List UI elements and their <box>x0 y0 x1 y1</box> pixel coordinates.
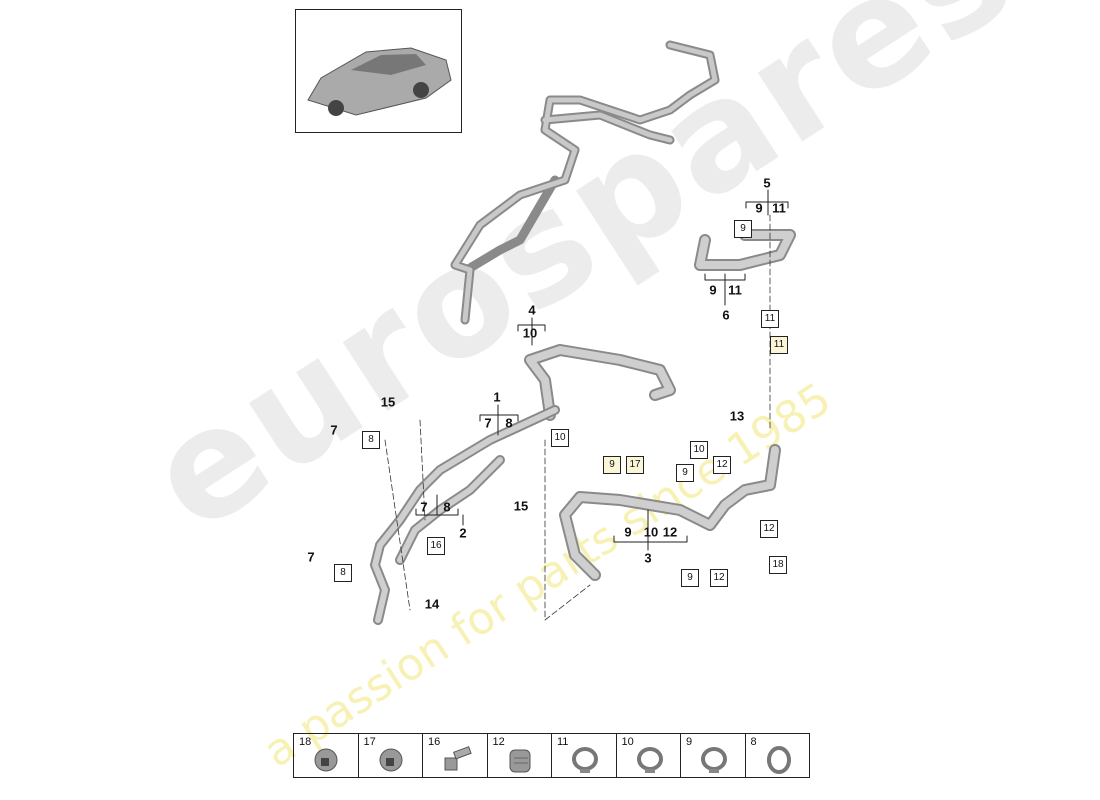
callout-number: 14 <box>424 596 440 612</box>
part-reference-box[interactable]: 8 <box>362 431 380 449</box>
plug-icon <box>379 748 402 772</box>
legend-cell[interactable]: 16 <box>423 734 488 777</box>
part-reference-box[interactable]: 9 <box>734 220 752 238</box>
part-reference-box[interactable]: 8 <box>334 564 352 582</box>
legend-part-number: 17 <box>363 736 376 748</box>
upper-pipe-assembly <box>450 40 720 325</box>
holder-icon <box>509 749 530 773</box>
legend-part-number: 16 <box>428 736 441 748</box>
legend-part-number: 18 <box>299 736 312 748</box>
callout-number: 7 <box>307 549 315 565</box>
legend-part-number: 8 <box>750 736 757 748</box>
seal-ring-icon <box>766 746 791 774</box>
part-reference-box[interactable]: 12 <box>713 456 731 474</box>
legend-cell[interactable]: 17 <box>359 734 423 777</box>
hose-clamp-icon <box>636 747 663 773</box>
callout-number: 6 <box>722 307 730 323</box>
callout-number: 10 <box>522 325 538 341</box>
callout-number: 7 <box>330 422 338 438</box>
hose-clamp-icon <box>572 747 598 773</box>
plug-icon <box>314 748 338 772</box>
part-reference-box[interactable]: 12 <box>710 569 728 587</box>
part-reference-box[interactable]: 10 <box>551 429 569 447</box>
part-reference-box[interactable]: 11 <box>761 310 779 328</box>
pipe-3 <box>559 444 781 581</box>
callout-number: 7 <box>420 499 428 515</box>
callout-number: 13 <box>729 408 745 424</box>
callout-number: 8 <box>505 415 513 431</box>
hose-clamp-icon <box>701 747 727 773</box>
callout-number: 4 <box>528 302 536 318</box>
legend-cell[interactable]: 9 <box>681 734 746 777</box>
legend-cell[interactable]: 18 <box>294 734 359 777</box>
legend-part-number: 12 <box>492 736 505 748</box>
part-reference-box[interactable]: 9 <box>681 569 699 587</box>
callout-number: 11 <box>728 282 742 298</box>
legend-cell[interactable]: 8 <box>746 734 810 777</box>
part-reference-box[interactable]: 17 <box>626 456 644 474</box>
parts-legend: 18 17 16 12 11 10 9 8 <box>293 733 810 778</box>
callout-number: 8 <box>443 499 451 515</box>
part-reference-box[interactable]: 9 <box>676 464 694 482</box>
callout-number: 1 <box>493 389 501 405</box>
legend-part-number: 11 <box>557 736 569 748</box>
legend-cell[interactable]: 12 <box>488 734 552 777</box>
screw-icon <box>444 746 472 771</box>
callout-number: 11 <box>772 200 786 216</box>
callout-number: 15 <box>513 498 529 514</box>
vehicle-thumbnail <box>295 9 462 133</box>
legend-part-number: 9 <box>686 736 693 748</box>
callout-number: 10 <box>643 524 659 540</box>
callout-number: 9 <box>755 200 763 216</box>
callout-number: 7 <box>484 415 492 431</box>
legend-cell[interactable]: 11 <box>552 734 617 777</box>
legend-cell[interactable]: 10 <box>617 734 681 777</box>
car-icon <box>307 47 452 116</box>
callout-number: 9 <box>709 282 717 298</box>
callout-number: 5 <box>763 175 771 191</box>
legend-part-number: 10 <box>621 736 634 748</box>
part-reference-box[interactable]: 10 <box>690 441 708 459</box>
callout-number: 12 <box>662 524 678 540</box>
callout-number: 3 <box>644 550 652 566</box>
part-reference-box[interactable]: 9 <box>603 456 621 474</box>
part-reference-box[interactable]: 18 <box>769 556 787 574</box>
callout-number: 2 <box>459 525 467 541</box>
part-reference-box[interactable]: 16 <box>427 537 445 555</box>
callout-number: 9 <box>624 524 632 540</box>
part-reference-box[interactable]: 12 <box>760 520 778 538</box>
part-reference-box[interactable]: 11 <box>770 336 788 354</box>
callout-number: 15 <box>380 394 396 410</box>
